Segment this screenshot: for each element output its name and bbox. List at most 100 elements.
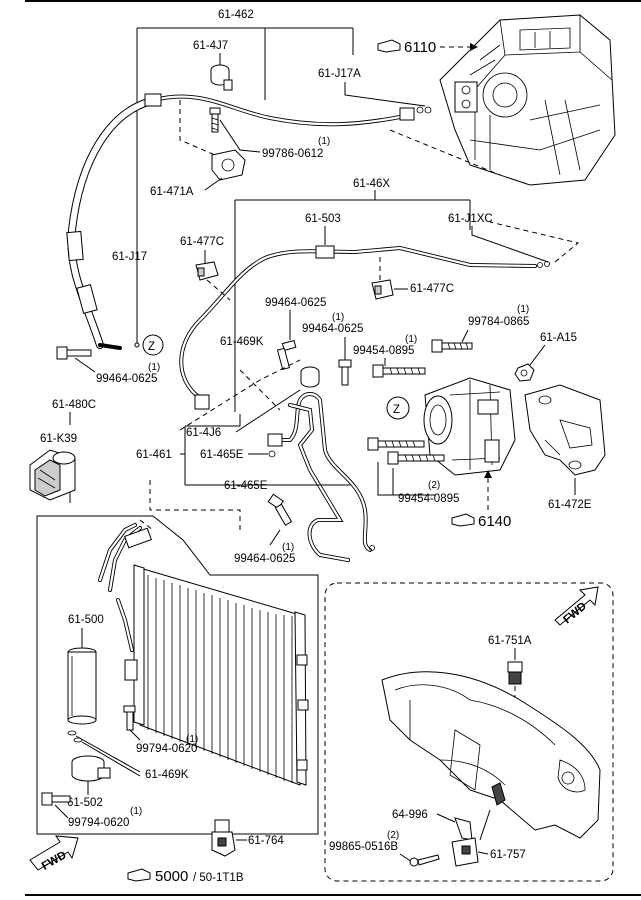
forward-arrow-icon bbox=[554, 586, 599, 626]
condenser-61-500-assembly bbox=[98, 523, 309, 786]
label-61-4J6: 61-4J6 bbox=[186, 427, 221, 439]
label-61-J17A: 61-J17A bbox=[318, 68, 361, 80]
pointing-hand-icon bbox=[377, 39, 401, 53]
label-61-471A: 61-471A bbox=[150, 186, 194, 198]
bracket-61-472E bbox=[524, 384, 606, 476]
screw-99865-0516B bbox=[409, 854, 440, 867]
label-61-480C: 61-480C bbox=[52, 399, 96, 411]
qty-99784: (1) bbox=[517, 304, 529, 315]
label-61-500: 61-500 bbox=[68, 614, 104, 626]
label-99784-0865: 99784-0865 bbox=[468, 316, 529, 328]
label-6140: 6140 bbox=[478, 513, 511, 530]
bolt-99464-0625-b bbox=[338, 359, 352, 386]
label-99794-0620-a: 99794-0620 bbox=[136, 743, 197, 755]
nut-61-A15 bbox=[514, 363, 535, 382]
label-61-461: 61-461 bbox=[136, 449, 172, 461]
clip-61-477C-b bbox=[371, 279, 394, 300]
label-5000: 5000 bbox=[155, 868, 188, 885]
label-z-right: Z bbox=[393, 404, 400, 416]
callout-61-462: 61-462 bbox=[134, 9, 354, 348]
label-61-503: 61-503 bbox=[305, 213, 341, 225]
qty-99865: (2) bbox=[387, 830, 399, 841]
label-61-465E-a: 61-465E bbox=[200, 449, 244, 461]
bolt-99794-0620-a bbox=[123, 705, 136, 731]
refer-6140: 6140 bbox=[451, 513, 511, 530]
ref-circle-z-right bbox=[386, 396, 410, 420]
receiver-drier-61-500 bbox=[67, 647, 97, 725]
label-61-751A: 61-751A bbox=[488, 635, 532, 647]
qty-99454-a: (1) bbox=[405, 334, 417, 345]
qty-99464-d: (1) bbox=[282, 542, 294, 553]
label-99454-0895-a: 99454-0895 bbox=[353, 345, 414, 357]
cap-61-4J6 bbox=[300, 366, 320, 388]
label-61-4J7: 61-4J7 bbox=[193, 40, 228, 52]
bolts-99454-0895-b bbox=[367, 437, 445, 465]
ref-circle-z-left bbox=[142, 334, 164, 356]
label-61-J17: 61-J17 bbox=[112, 251, 147, 263]
fwd-arrow-top: FWD bbox=[554, 586, 599, 626]
label-99464-0625-c: 99464-0625 bbox=[96, 373, 157, 385]
label-61-502: 61-502 bbox=[67, 797, 103, 809]
label-61-469K-a: 61-469K bbox=[220, 336, 264, 348]
qty-99794-a: (1) bbox=[186, 734, 198, 745]
seals-61-469K-b bbox=[67, 730, 83, 743]
compressor-drawing bbox=[423, 377, 516, 476]
bolt-99454-0895-a bbox=[372, 364, 426, 378]
label-z-left: Z bbox=[148, 341, 155, 353]
bolt-99786-0612 bbox=[209, 107, 221, 133]
clamp-61-471A bbox=[211, 149, 246, 181]
hvac-unit-drawing bbox=[439, 14, 616, 186]
refer-6110: 6110 bbox=[377, 39, 478, 56]
label-61-465E-b: 61-465E bbox=[224, 480, 268, 492]
liquid-pipe-61-46X bbox=[179, 245, 550, 410]
label-61-477C-a: 61-477C bbox=[180, 236, 224, 248]
label-61-46X: 61-46X bbox=[353, 178, 390, 190]
qty-99464-b: (1) bbox=[332, 312, 344, 323]
qty-99786: (1) bbox=[318, 136, 330, 147]
bolt-99464-0625-c bbox=[56, 346, 92, 360]
label-61-469K-b: 61-469K bbox=[145, 769, 189, 781]
pointing-hand-icon bbox=[127, 868, 151, 882]
label-99454-0895-b: 99454-0895 bbox=[398, 493, 459, 505]
label-99786-0612: 99786-0612 bbox=[262, 148, 323, 160]
label-64-996: 64-996 bbox=[392, 809, 428, 821]
label-61-A15: 61-A15 bbox=[540, 332, 577, 344]
oil-bottle-61-K39 bbox=[29, 449, 76, 501]
condenser-group-box bbox=[36, 515, 319, 835]
label-99865-0516B: 99865-0516B bbox=[329, 841, 398, 853]
label-61-477C-b: 61-477C bbox=[410, 283, 454, 295]
label-99464-0625-b: 99464-0625 bbox=[302, 323, 363, 335]
sensor-61-764 bbox=[211, 819, 236, 857]
suction-hose-61-462 bbox=[66, 93, 432, 350]
bolt-99784-0865 bbox=[431, 339, 473, 353]
bolt-99794-0620-b bbox=[41, 792, 71, 806]
label-99464-0625-a: 99464-0625 bbox=[265, 297, 326, 309]
actuator-61-757 bbox=[451, 837, 479, 867]
bolt-99464-0625-a bbox=[276, 339, 297, 371]
clip-61-477C-a bbox=[195, 261, 219, 281]
bolt-99464-0625-d bbox=[267, 493, 293, 526]
label-61-462: 61-462 bbox=[218, 9, 254, 21]
fwd-arrow-bottom: FWD bbox=[29, 835, 79, 873]
bracket-61-502 bbox=[71, 755, 111, 782]
label-50-1T1B: / 50-1T1B bbox=[193, 872, 244, 884]
label-61-K39: 61-K39 bbox=[40, 433, 77, 445]
label-61-757: 61-757 bbox=[490, 849, 526, 861]
cap-61-4J7 bbox=[210, 64, 233, 91]
qty-99794-b: (1) bbox=[130, 806, 142, 817]
pointing-hand-icon bbox=[451, 513, 475, 527]
qty-99464-c: (1) bbox=[148, 362, 160, 373]
forward-arrow-icon bbox=[29, 835, 79, 871]
label-99794-0620-b: 99794-0620 bbox=[68, 817, 129, 829]
dashboard-drawing bbox=[381, 671, 601, 839]
label-61-764: 61-764 bbox=[248, 835, 284, 847]
label-6110: 6110 bbox=[404, 39, 436, 56]
label-99464-0625-d: 99464-0625 bbox=[234, 553, 295, 565]
refer-5000: 5000 / 50-1T1B bbox=[127, 868, 244, 885]
label-61-472E: 61-472E bbox=[548, 499, 592, 511]
bracket-64-996 bbox=[454, 817, 473, 841]
discharge-hose-61-461 bbox=[267, 392, 375, 562]
qty-99454-b: (2) bbox=[428, 480, 440, 491]
label-61-J1XC: 61-J1XC bbox=[448, 213, 493, 225]
